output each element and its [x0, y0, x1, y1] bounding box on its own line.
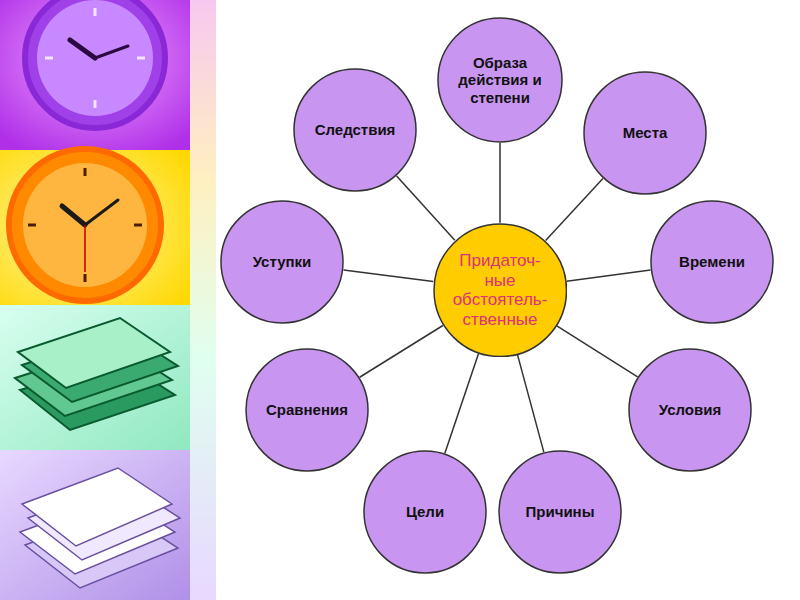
spoke-line	[546, 179, 603, 241]
hub-label: Придаточ-ные обстоятель-ственные	[449, 251, 551, 329]
topic-label: Сравнения	[259, 401, 355, 418]
topic-label: Уступки	[234, 253, 330, 270]
topic-circle: Уступки	[220, 200, 344, 324]
topic-label: Следствия	[307, 121, 403, 138]
topic-circle: Места	[583, 71, 707, 195]
topic-circle: Следствия	[293, 68, 417, 192]
spoke-line	[343, 270, 433, 282]
spoke-line	[557, 326, 638, 377]
spoke-line	[360, 326, 443, 378]
topic-label: Времени	[664, 253, 760, 270]
spoke-line	[567, 270, 651, 281]
topic-label: Образа действия и степени	[451, 54, 549, 106]
spoke-line	[499, 143, 501, 223]
topic-circle: Условия	[628, 348, 752, 472]
topic-label: Причины	[512, 503, 608, 520]
topic-circle: Времени	[650, 200, 774, 324]
topic-label: Места	[597, 124, 693, 141]
spoke-line	[397, 176, 455, 240]
topic-circle: Сравнения	[245, 348, 369, 472]
spoke-line	[518, 355, 544, 452]
topic-circle: Цели	[363, 450, 487, 574]
hub-circle: Придаточ-ные обстоятель-ственные	[433, 223, 568, 358]
spoke-line	[445, 354, 479, 454]
topic-label: Цели	[377, 503, 473, 520]
topic-circle: Причины	[498, 450, 622, 574]
topic-circle: Образа действия и степени	[437, 17, 563, 143]
topic-label: Условия	[642, 401, 738, 418]
